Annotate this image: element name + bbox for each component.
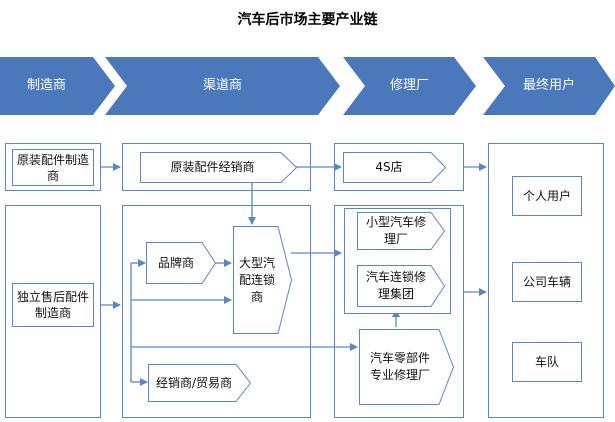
node-independent-maker: 独立售后配件制造商 [12,283,94,327]
pentagon-shape [357,265,445,307]
stage-label: 修理厂 [389,78,429,93]
node-dealer-trader: 经销商/贸易商 [148,364,251,402]
pentagon-shape [140,152,297,183]
chevron-shape [343,57,476,115]
chevron-shape [0,57,115,115]
chevron-shape [483,57,615,115]
node-parts-repair: 汽车零部件专业修理厂 [359,329,454,405]
node-fleet: 车队 [512,342,582,382]
node-brand: 品牌商 [146,242,216,284]
node-large-chain: 大型汽配连锁商 [233,226,292,334]
chevron-shape [105,57,340,115]
node-company-vehicle: 公司车辆 [512,262,582,302]
stage-repair: 修理厂 [343,57,476,115]
node-oem-distributor: 原装配件经销商 [140,152,297,183]
stage-channel: 渠道商 [105,57,340,115]
node-small-repair: 小型汽车修理厂 [357,212,445,250]
stage-manufacturer: 制造商 [0,57,115,115]
node-individual: 个人用户 [512,176,582,216]
node-4s-store: 4S店 [343,152,446,183]
pentagon-shape [233,226,292,334]
diagram-title: 汽车后市场主要产业链 [237,12,378,28]
pentagon-shape [148,364,251,402]
pentagon-shape [359,329,454,405]
stage-label: 制造商 [26,78,66,93]
stage-label: 渠道商 [202,78,242,93]
pentagon-shape [343,152,446,183]
node-chain-repair: 汽车连锁修理集团 [357,265,445,307]
node-oem-maker: 原装配件制造商 [12,149,94,186]
stage-label: 最终用户 [522,78,575,93]
stage-end-user: 最终用户 [483,57,615,115]
pentagon-shape [357,212,445,250]
pentagon-shape [146,242,216,284]
